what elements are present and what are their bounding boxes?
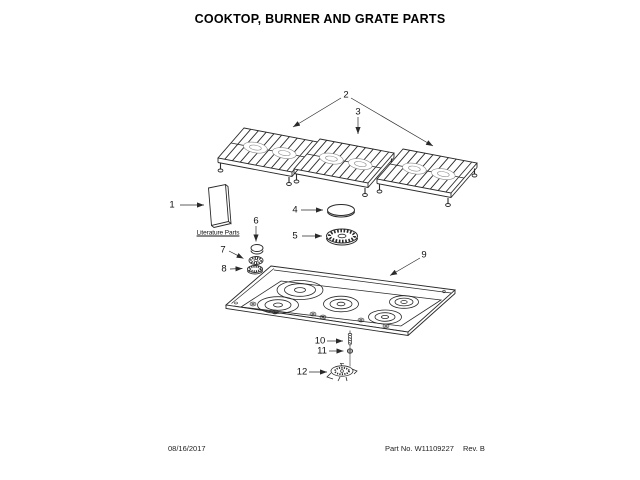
grate-left	[217, 127, 319, 187]
literature-parts-label: Literature Parts	[196, 229, 240, 237]
cooktop-burner-large	[276, 280, 324, 300]
callout-3: 3	[355, 106, 361, 118]
orifice-ring	[346, 348, 354, 354]
cooktop-burner-center	[323, 295, 359, 313]
footer-date: 08/16/2017	[168, 444, 206, 453]
small-burner-ring	[248, 256, 264, 265]
cooktop-assembly	[224, 265, 457, 337]
callout-5: 5	[292, 230, 298, 242]
callout-8: 8	[221, 263, 227, 275]
footer-part-info: Part No. W11109227 Rev. B	[385, 444, 485, 453]
grates-group	[217, 127, 478, 208]
callout-arrows	[180, 97, 434, 375]
small-burner-cap	[250, 244, 264, 255]
burner-cap-oval	[327, 204, 355, 218]
orifice-screw	[347, 330, 353, 367]
callout-11: 11	[317, 345, 327, 357]
page-title: COOKTOP, BURNER AND GRATE PARTS	[194, 12, 446, 26]
igniter-details	[234, 289, 446, 329]
callout-2: 2	[343, 89, 349, 101]
cooktop-burner-right	[389, 295, 419, 309]
callout-1: 1	[169, 199, 175, 211]
footer-part-number: Part No. W11109227	[385, 444, 454, 453]
footer-revision: Rev. B	[462, 444, 485, 453]
burner-assembly	[326, 362, 358, 382]
callout-6: 6	[253, 215, 259, 227]
small-burner-base	[247, 265, 263, 275]
callout-9: 9	[421, 249, 427, 261]
grate-right	[376, 148, 478, 208]
literature-booklet	[208, 183, 232, 228]
callout-4: 4	[292, 204, 298, 216]
burner-head	[326, 228, 358, 246]
cooktop-burner-left	[257, 296, 299, 314]
callout-12: 12	[296, 366, 308, 378]
callout-10: 10	[314, 335, 326, 347]
callout-7: 7	[220, 244, 226, 256]
